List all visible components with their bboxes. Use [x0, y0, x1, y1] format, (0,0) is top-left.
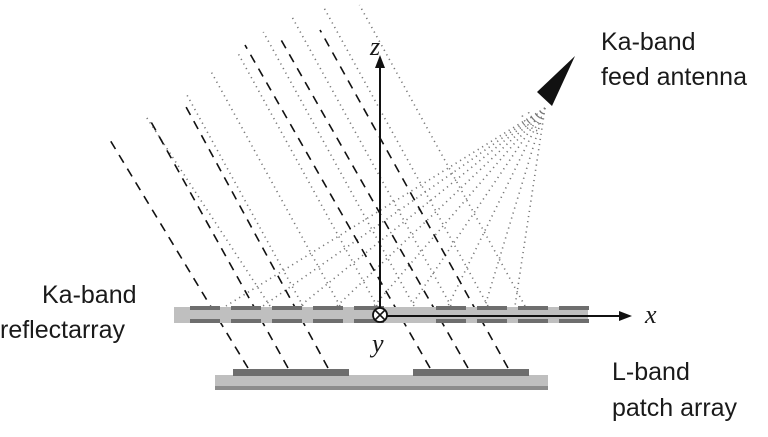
feed-antenna-label-line1: Ka-band — [601, 28, 696, 56]
l-band-substrate — [215, 375, 548, 389]
feed-wavefront — [534, 110, 543, 119]
reflectarray-patch — [436, 306, 466, 310]
feed-ray — [484, 107, 546, 307]
reflectarray-patch — [354, 306, 384, 310]
patch-array-label-line1: L-band — [612, 358, 690, 386]
feed-ray — [262, 107, 546, 307]
feed-ray — [373, 107, 546, 307]
reflectarray-patch — [313, 319, 343, 323]
feed-ray — [336, 107, 546, 307]
reflectarray-patch — [559, 319, 589, 323]
reflectarray-patch — [518, 306, 548, 310]
reflectarray-patch — [190, 319, 220, 323]
feed-ray — [299, 107, 546, 307]
reflectarray-patch — [477, 319, 507, 323]
z-axis-label: z — [370, 32, 381, 61]
feed-ray — [410, 107, 546, 307]
reflectarray-patch — [272, 319, 302, 323]
l-band-dashed-ray — [244, 44, 431, 369]
feed-dotted-rays — [225, 107, 546, 307]
feed-ray — [447, 107, 546, 307]
z-axis-arrowhead — [375, 55, 385, 68]
incident-dotted-rays — [144, 4, 526, 307]
reflectarray-label-line2: reflectarray — [0, 316, 126, 344]
reflectarray-patch — [272, 306, 302, 310]
feed-antenna-label-line2: feed antenna — [601, 63, 747, 91]
x-axis-label: x — [645, 300, 657, 329]
reflectarray-patch — [559, 306, 589, 310]
coordinate-axes — [372, 55, 632, 323]
y-axis-into-page-icon — [372, 307, 388, 323]
reflectarray-label-line1: Ka-band — [42, 281, 137, 309]
l-band-dashed-ray — [109, 139, 249, 369]
feed-ray — [514, 107, 546, 307]
l-band-patch — [233, 369, 349, 376]
patch-array-label-line2: patch array — [612, 394, 738, 422]
feed-antenna-icon — [537, 56, 575, 106]
reflected-dotted-ray — [358, 4, 526, 307]
reflected-dotted-ray — [236, 51, 378, 307]
reflectarray-patch — [436, 319, 466, 323]
reflectarray-patch — [354, 319, 384, 323]
l-band-dashed-ray — [149, 119, 289, 369]
x-axis-arrowhead — [619, 311, 632, 321]
reflected-dotted-ray — [210, 71, 341, 307]
feed-ray — [225, 107, 546, 307]
reflected-dotted-ray — [186, 94, 304, 307]
l-band-dashed-ray — [184, 104, 329, 369]
reflectarray-patch — [231, 319, 261, 323]
reflected-dotted-ray — [262, 31, 415, 307]
reflectarray-patch — [477, 306, 507, 310]
y-axis-label: y — [372, 329, 384, 358]
reflectarray-patch — [190, 306, 220, 310]
reflectarray-patch — [231, 306, 261, 310]
reflected-dotted-ray — [290, 15, 452, 307]
reflectarray-patch — [313, 306, 343, 310]
l-band-patch-array — [215, 369, 548, 390]
feed-wavefront — [527, 111, 540, 125]
l-band-patch — [413, 369, 529, 376]
l-band-ground-plane — [215, 386, 548, 390]
reflectarray-patches — [190, 306, 589, 323]
reflectarray-patch — [518, 319, 548, 323]
